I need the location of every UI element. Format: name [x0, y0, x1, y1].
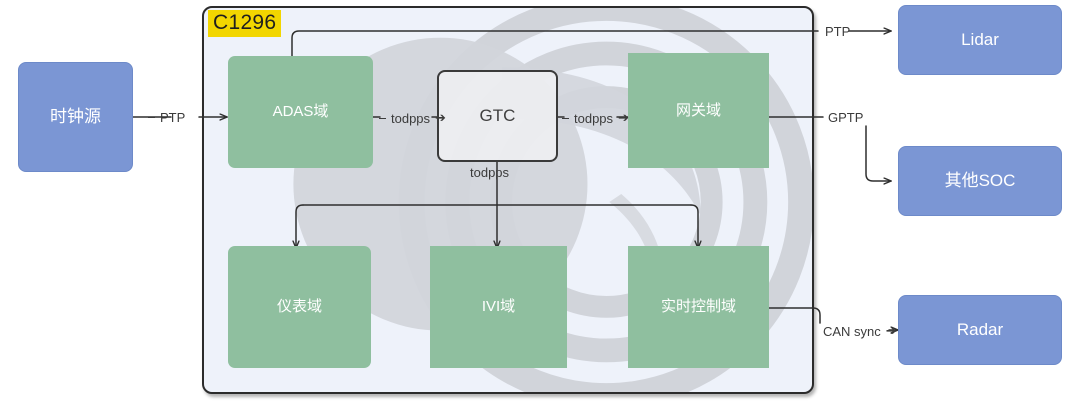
node-other-soc[interactable]: 其他SOC	[898, 146, 1062, 216]
dash-prefix-icon	[379, 117, 386, 119]
node-lidar[interactable]: Lidar	[898, 5, 1062, 75]
arrow-right-icon: ➔	[885, 323, 897, 338]
edge-label-realtime-to-radar: CAN sync ➔	[823, 323, 897, 339]
node-adas-domain-label: ADAS域	[272, 103, 329, 120]
node-realtime-control-domain-label: 实时控制域	[660, 298, 736, 315]
node-cluster-domain-label: 仪表域	[276, 298, 322, 315]
edge-label-adas-to-gtc-text: todpps	[391, 110, 431, 126]
node-ivi-domain[interactable]: IVI域	[430, 246, 567, 368]
edge-label-gtc-to-gateway-text: todpps	[574, 110, 614, 126]
edge-label-clock-to-adas: PTP	[148, 110, 185, 125]
node-clock-source-label: 时钟源	[50, 106, 101, 126]
dash-prefix-icon	[148, 117, 155, 118]
arrow-right-icon: ➔	[435, 110, 446, 125]
node-realtime-control-domain[interactable]: 实时控制域	[628, 246, 769, 368]
node-radar[interactable]: Radar	[898, 295, 1062, 365]
edge-label-gtc-down: todpps	[470, 165, 509, 180]
edge-label-gateway-to-lidar-text: PTP	[825, 24, 851, 39]
page-title: C1296	[208, 10, 282, 38]
edge-label-adas-to-gtc: todpps ➔	[379, 110, 446, 126]
edge-label-realtime-to-radar-text: CAN sync	[823, 323, 881, 339]
node-gateway-domain[interactable]: 网关域	[628, 53, 769, 168]
node-radar-label: Radar	[956, 319, 1004, 339]
node-cluster-domain[interactable]: 仪表域	[228, 246, 371, 368]
node-gateway-domain-label: 网关域	[675, 101, 721, 119]
node-other-soc-label: 其他SOC	[944, 170, 1016, 190]
node-gtc[interactable]: GTC	[437, 70, 558, 162]
edge-label-gateway-to-lidar: PTP	[825, 24, 850, 39]
dash-prefix-icon	[562, 117, 569, 119]
wire-gptp-to-othersoc	[865, 125, 891, 181]
edge-label-gateway-to-othersoc-text: GPTP	[828, 110, 864, 125]
node-clock-source[interactable]: 时钟源	[18, 62, 133, 172]
node-lidar-label: Lidar	[961, 29, 999, 49]
page-title-text: C1296	[213, 11, 277, 34]
edge-label-gtc-down-text: todpps	[470, 165, 510, 180]
edge-label-gateway-to-othersoc: GPTP	[828, 110, 863, 125]
edge-label-clock-to-adas-text: PTP	[160, 110, 186, 125]
edge-label-gtc-to-gateway: todpps ➔	[562, 110, 629, 126]
arrow-right-icon: ➔	[618, 110, 629, 125]
node-ivi-domain-label: IVI域	[481, 298, 516, 315]
node-gtc-label: GTC	[479, 105, 516, 125]
node-adas-domain[interactable]: ADAS域	[228, 56, 373, 168]
